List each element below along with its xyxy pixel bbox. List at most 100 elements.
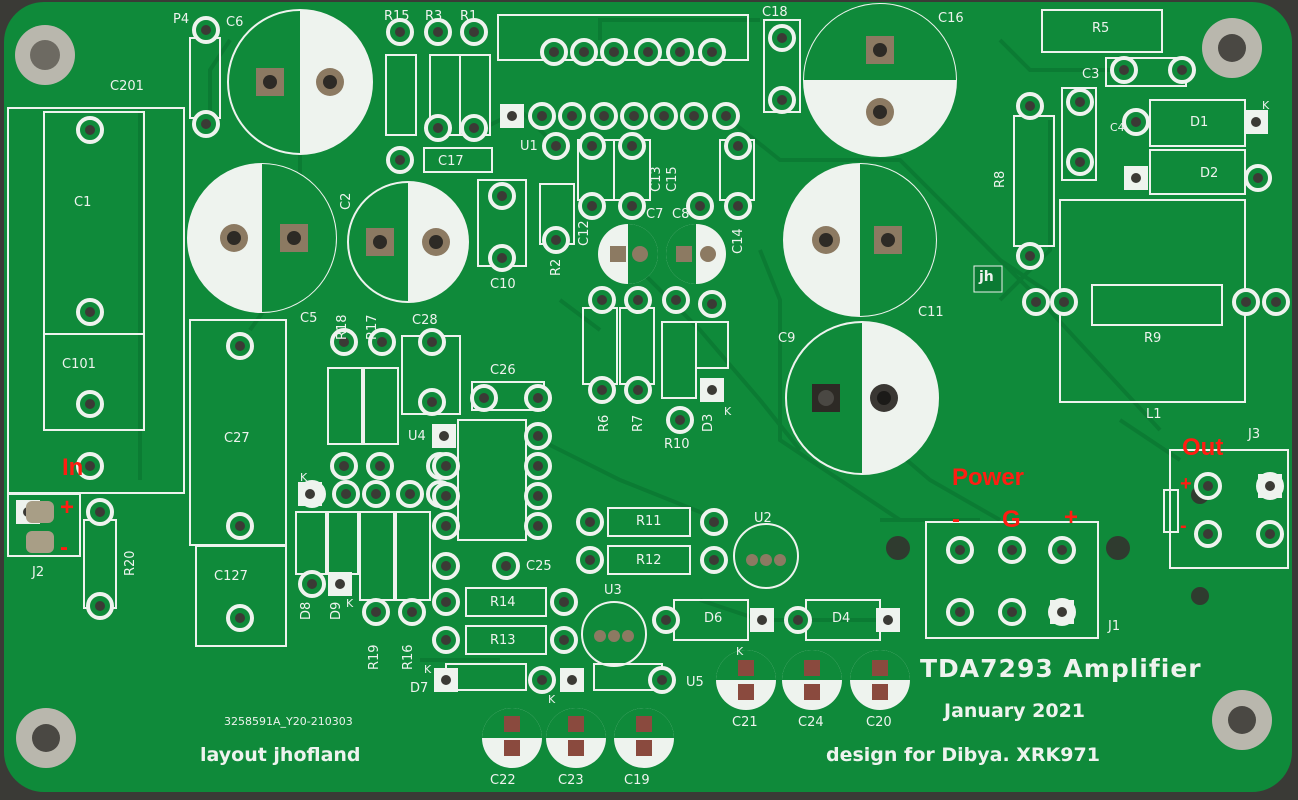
drill-hole [427,337,437,347]
drill-hole [633,295,643,305]
drill-hole [955,545,965,555]
label-c10: C10 [490,277,516,292]
drill-hole [627,201,637,211]
drill-hole [1271,297,1281,307]
drill-hole [1131,173,1141,183]
label-c3: C3 [1082,67,1100,82]
label-r18: R18 [335,314,350,340]
drill-hole [629,111,639,121]
drill-hole [633,385,643,395]
label-c18: C18 [762,5,788,20]
drill-hole [497,253,507,263]
label-u4: U4 [408,429,426,444]
drill-hole [85,125,95,135]
drill-hole [497,191,507,201]
label-c16: C16 [938,11,964,26]
cap-c8 [666,224,726,284]
drill-hole [85,461,95,471]
drill-hole [441,675,451,685]
cap-c20 [850,650,910,710]
board-title: TDA7293 Amplifier [920,654,1202,683]
cap-c22 [482,708,542,768]
drill-hole [235,521,245,531]
reg-u3 [581,601,647,667]
drill-hole [479,393,489,403]
annotation-out: Out [1182,434,1224,461]
drill-hole [1203,481,1213,491]
drill-hole [675,47,685,57]
label-r3: R3 [425,9,443,24]
drill-hole [883,615,893,625]
drill-hole [627,141,637,151]
annotation-in: In [62,454,84,481]
drill-hole [235,613,245,623]
board-date: January 2021 [944,700,1086,722]
drill-hole [721,111,731,121]
drill-hole [793,615,803,625]
cap-c5 [187,163,337,313]
drill-hole [533,393,543,403]
drill-hole [1241,297,1251,307]
drill-hole [441,561,451,571]
drill-hole [1031,297,1041,307]
cap-c6 [227,9,373,155]
drill-hole [537,675,547,685]
drill-hole [709,555,719,565]
drill-hole [371,607,381,617]
label-j3: J3 [1248,427,1261,442]
drill-hole [709,517,719,527]
drill-hole [441,491,451,501]
drill-hole [587,141,597,151]
drill-hole [339,337,349,347]
cap-c2 [347,181,469,303]
label-j2: J2 [32,565,45,580]
label-r20: R20 [123,550,138,576]
board-serial: 3258591A_Y20-210303 [224,715,353,728]
drill-hole [405,489,415,499]
label-c1: C1 [74,195,92,210]
layout-credit: layout jhofland [200,744,361,766]
label-d2: D2 [1200,166,1219,181]
drill-hole [707,47,717,57]
drill-hole [375,461,385,471]
cap-c19 [614,708,674,768]
drill-hole [433,123,443,133]
drill-hole [597,295,607,305]
label-r15: R15 [384,9,410,24]
cap-c7 [598,224,658,284]
drill-hole [549,47,559,57]
cap-c24 [782,650,842,710]
annotation-power-ground: G [1002,506,1021,533]
drill-hole [395,155,405,165]
board-credit: design for Dibya. XRK971 [826,744,1100,766]
label-r1: R1 [460,9,478,24]
drill-hole [1131,117,1141,127]
label-c23: C23 [558,773,584,788]
label-k-d3: K [724,405,732,418]
drill-hole [1075,97,1085,107]
label-k-d8: K [300,471,308,484]
label-r16: R16 [401,644,416,670]
drill-hole [757,615,767,625]
drill-hole [341,489,351,499]
cap-c21 [716,650,776,710]
label-p4: P4 [173,12,190,27]
label-c17: C17 [438,154,464,169]
label-r2: R2 [549,258,564,276]
drill-hole [657,675,667,685]
label-c13: C13 [649,166,664,192]
label-c26: C26 [490,363,516,378]
label-r8: R8 [993,170,1008,188]
j2-pad [26,531,54,553]
drill-hole [585,517,595,527]
label-c19: C19 [624,773,650,788]
drill-hole [1265,481,1275,491]
label-c9: C9 [778,331,796,346]
annotation-in-minus: - [60,534,68,561]
label-j1: J1 [1108,619,1121,634]
drill-hole [441,597,451,607]
label-c101: C101 [62,357,96,372]
drill-hole [695,201,705,211]
drill-hole [559,635,569,645]
drill-hole [1177,65,1187,75]
